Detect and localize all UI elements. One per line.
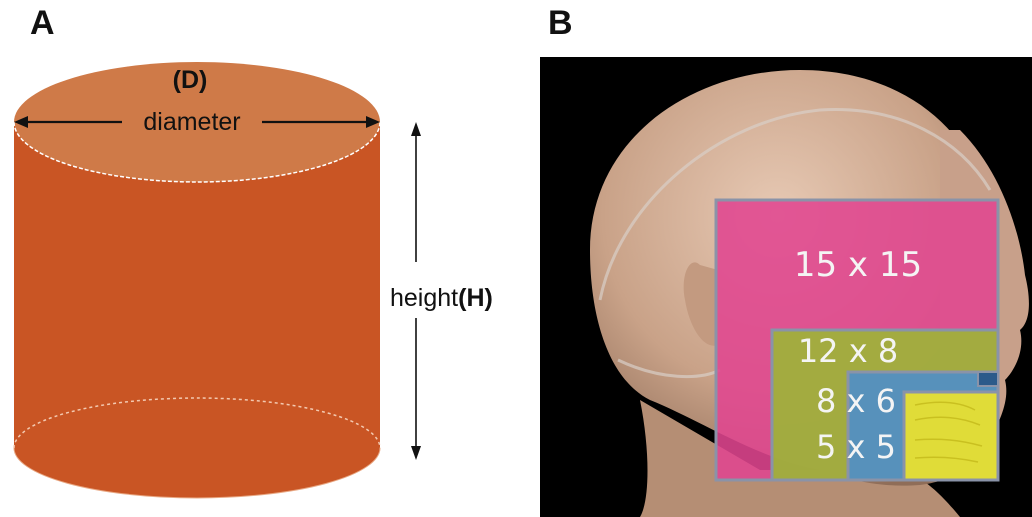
diameter-symbol: (D) bbox=[173, 66, 208, 94]
height-symbol: (H) bbox=[458, 284, 493, 312]
fov-illustration: 15 x 15 12 x 8 8 x 6 5 x 5 bbox=[540, 57, 1032, 517]
fov-small-strip bbox=[978, 372, 998, 386]
fov-label-8x6: 8 x 6 bbox=[816, 382, 896, 420]
fov-label-15x15: 15 x 15 bbox=[794, 245, 922, 285]
cylinder-diagram: (D) diameter height(H) bbox=[14, 62, 493, 498]
fov-label-12x8: 12 x 8 bbox=[798, 332, 898, 370]
height-label: height(H) bbox=[390, 284, 493, 312]
height-word: height bbox=[390, 284, 458, 312]
fov-label-5x5: 5 x 5 bbox=[816, 428, 896, 466]
fov-5x5 bbox=[904, 392, 998, 480]
diameter-label: diameter bbox=[143, 108, 240, 136]
